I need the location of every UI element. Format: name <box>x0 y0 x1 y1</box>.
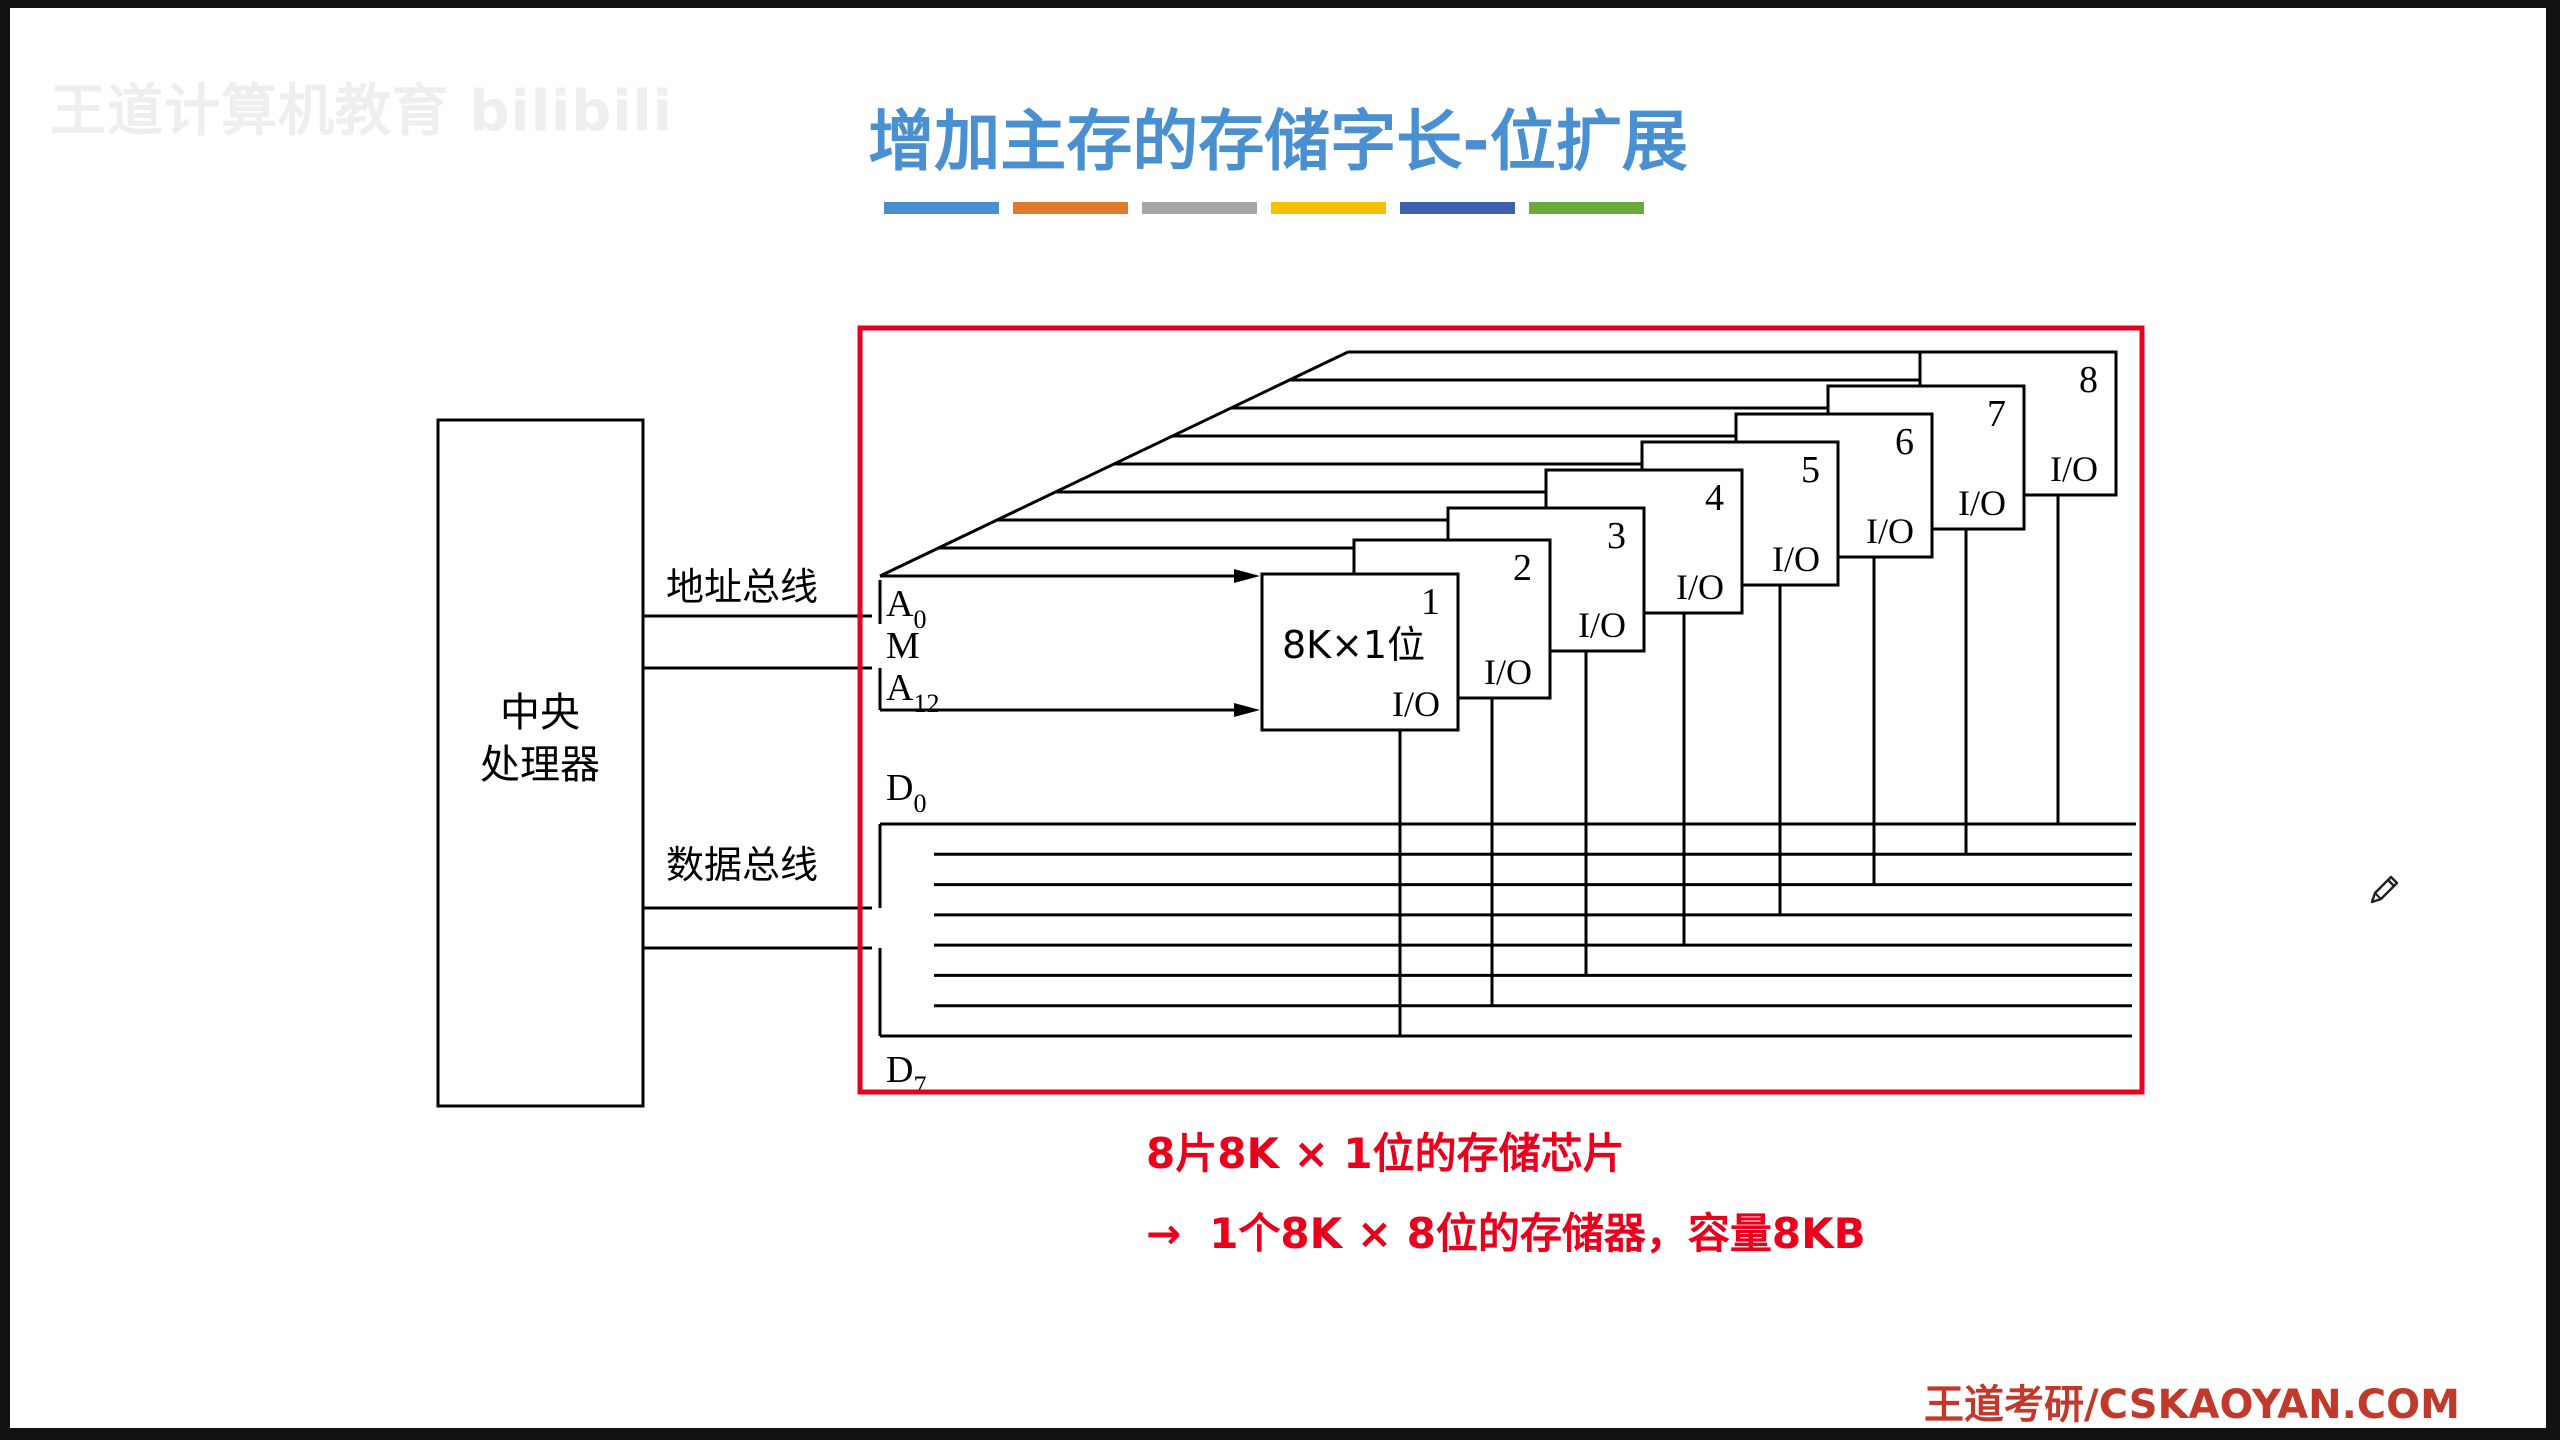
chip-io-label: I/O <box>1484 652 1532 692</box>
color-bar-segment <box>1013 202 1128 214</box>
memory-bit-expansion-diagram: 中央 处理器 地址总线 数据总线 A0 M A12 D0 D7 8I/O 7I/O… <box>436 325 2145 1108</box>
chip-number: 6 <box>1895 421 1914 463</box>
arrowhead-icon <box>1234 569 1260 583</box>
color-bar-segment <box>1271 202 1386 214</box>
color-bar-segment <box>884 202 999 214</box>
d0-label: D0 <box>886 767 926 818</box>
pencil-cursor-icon <box>2370 875 2399 904</box>
color-bar-segment <box>1142 202 1257 214</box>
chip-io-label: I/O <box>1392 684 1440 724</box>
chip-spec: 8K×1位 <box>1282 623 1425 667</box>
slide-title: 增加主存的存储字长-位扩展 <box>868 103 1688 180</box>
arrow-right-icon: → <box>1146 1209 1182 1258</box>
chip-number: 3 <box>1607 515 1626 557</box>
chip-number: 4 <box>1705 477 1724 519</box>
color-bar-segment <box>1529 202 1644 214</box>
watermark: 王道计算机教育 bilibili <box>50 79 673 144</box>
cpu-label-line2: 处理器 <box>480 742 600 788</box>
caption-line2-text: 1个8K × 8位的存储器，容量8KB <box>1209 1209 1866 1258</box>
bus-labels: 地址总线 数据总线 <box>666 565 818 887</box>
chip-io-label: I/O <box>1772 539 1820 579</box>
chip-number: 8 <box>2079 359 2098 401</box>
address-pin-labels: A0 M A12 D0 D7 <box>886 583 939 1100</box>
highlight-frame <box>857 325 2145 1095</box>
slide: 王道计算机教育 bilibili 增加主存的存储字长-位扩展 中央 处理器 地址… <box>10 8 2546 1428</box>
m-label: M <box>886 625 920 667</box>
d7-label: D7 <box>886 1049 926 1100</box>
chip-number: 5 <box>1801 449 1820 491</box>
arrowhead-icon <box>1234 703 1260 717</box>
cpu-block: 中央 处理器 <box>436 418 645 1108</box>
color-bar-segment <box>1400 202 1515 214</box>
address-bus-label: 地址总线 <box>666 565 818 609</box>
chip-outline <box>1260 572 1460 732</box>
cpu-label-line1: 中央 <box>500 690 580 736</box>
caption-line1: 8片8K × 1位的存储芯片 <box>1146 1129 1625 1178</box>
title-color-bar <box>884 202 1644 214</box>
chip-io-label: I/O <box>1578 605 1626 645</box>
chip-number: 2 <box>1513 547 1532 589</box>
chip-io-label: I/O <box>1958 483 2006 523</box>
chip-number: 7 <box>1987 393 2006 435</box>
a12-label: A12 <box>886 667 939 718</box>
data-bus-label: 数据总线 <box>666 843 818 887</box>
chip-number: 1 <box>1421 581 1440 623</box>
chip-io-label: I/O <box>1866 511 1914 551</box>
a0-label: A0 <box>886 583 926 634</box>
memory-chip: 18K×1位 I/O <box>1260 572 1460 1036</box>
footer-brand: 王道考研/CSKAOYAN.COM <box>1924 1382 2460 1428</box>
caption-line2: → 1个8K × 8位的存储器，容量8KB <box>1146 1200 1866 1261</box>
chip-io-label: I/O <box>1676 567 1724 607</box>
chip-io-label: I/O <box>2050 449 2098 489</box>
